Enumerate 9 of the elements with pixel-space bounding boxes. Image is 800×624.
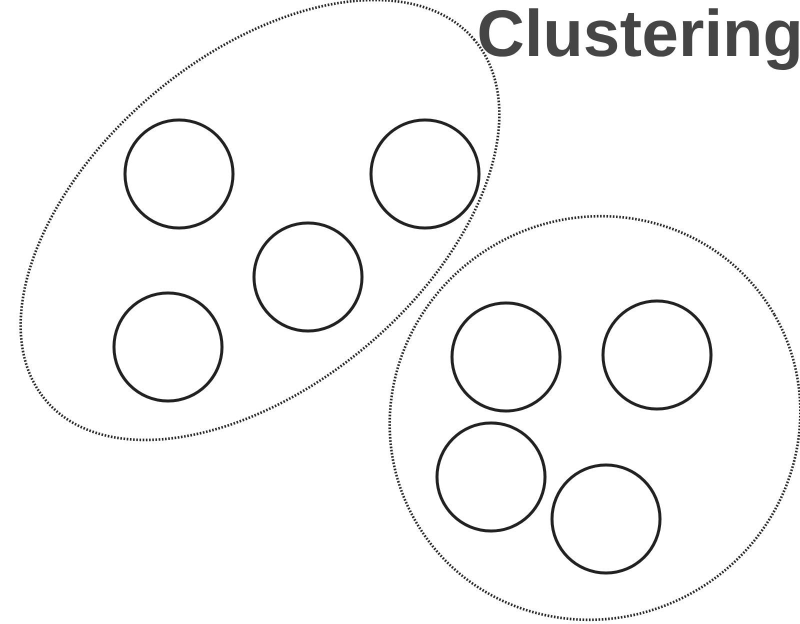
- circle: [436, 422, 546, 532]
- title: Clustering: [480, 8, 799, 70]
- circle: [252, 222, 364, 332]
- circle: [124, 118, 234, 230]
- circle: [602, 300, 712, 410]
- circle: [550, 464, 662, 574]
- circle: [450, 302, 562, 412]
- circle: [370, 118, 480, 230]
- circle: [112, 292, 224, 402]
